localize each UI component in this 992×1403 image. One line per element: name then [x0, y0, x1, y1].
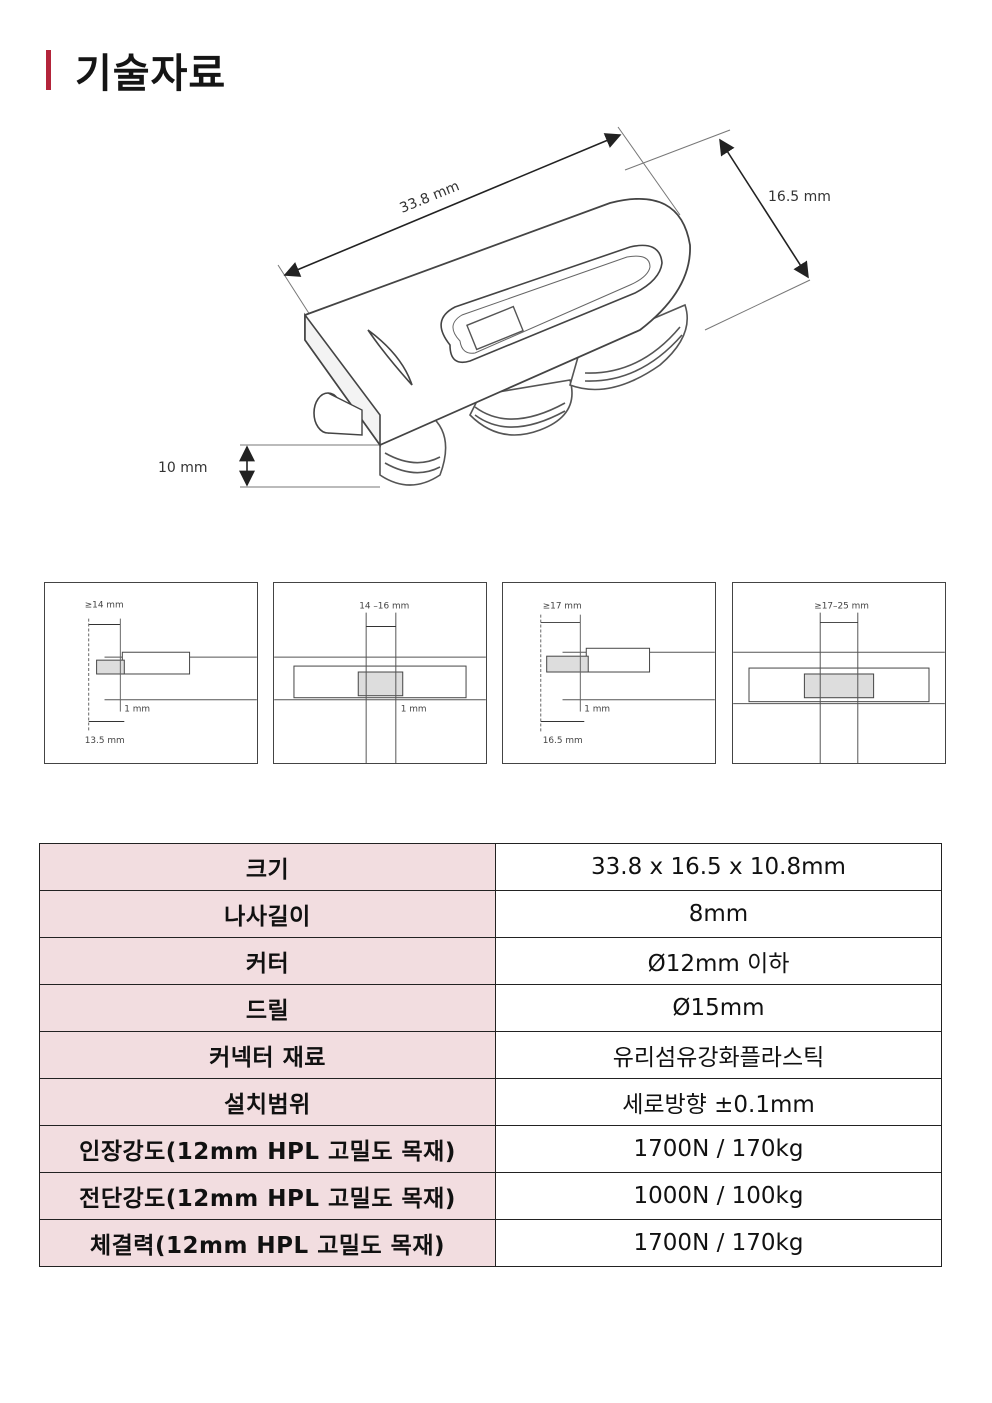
- table-row: 크기 33.8 x 16.5 x 10.8mm: [39, 843, 942, 891]
- spec-value: Ø15mm: [495, 984, 942, 1032]
- spec-value: 1000N / 100kg: [495, 1172, 942, 1220]
- table-row: 나사길이 8mm: [39, 890, 942, 938]
- diagram-2-top-label: 14 –16 mm: [359, 602, 409, 612]
- page-title: 기술자료: [75, 51, 227, 97]
- spec-key: 크기: [39, 843, 496, 891]
- diagram-4-top-label: ≥17–25 mm: [814, 602, 869, 612]
- spec-key: 커터: [39, 937, 496, 985]
- spec-value: 1700N / 170kg: [495, 1219, 942, 1267]
- table-row: 체결력(12mm HPL 고밀도 목재) 1700N / 170kg: [39, 1219, 942, 1267]
- spec-value: 유리섬유강화플라스틱: [495, 1031, 942, 1079]
- spec-table: 크기 33.8 x 16.5 x 10.8mm 나사길이 8mm 커터 Ø12m…: [39, 843, 942, 1267]
- diagram-3-bottom-label: 16.5 mm: [543, 736, 583, 746]
- install-diagram-1: ≥14 mm 1 mm 13.5 mm: [44, 582, 258, 764]
- spec-key: 나사길이: [39, 890, 496, 938]
- install-diagram-4: ≥17–25 mm: [732, 582, 946, 764]
- section-heading: 기술자료: [46, 48, 226, 97]
- spec-key: 전단강도(12mm HPL 고밀도 목재): [39, 1172, 496, 1220]
- table-row: 드릴 Ø15mm: [39, 984, 942, 1032]
- table-row: 커터 Ø12mm 이하: [39, 937, 942, 985]
- width-label: 16.5 mm: [768, 189, 831, 205]
- height-label: 10 mm: [158, 460, 208, 476]
- spec-key: 인장강도(12mm HPL 고밀도 목재): [39, 1125, 496, 1173]
- install-diagram-2: 14 –16 mm 1 mm: [273, 582, 487, 764]
- diagram-3-gap-label: 1 mm: [584, 705, 610, 715]
- spec-key: 체결력(12mm HPL 고밀도 목재): [39, 1219, 496, 1267]
- table-row: 전단강도(12mm HPL 고밀도 목재) 1000N / 100kg: [39, 1172, 942, 1220]
- diagram-3-top-label: ≥17 mm: [543, 602, 582, 612]
- diagram-1-gap-label: 1 mm: [124, 705, 150, 715]
- spec-key: 드릴: [39, 984, 496, 1032]
- connector-bracket-drawing: 33.8 mm 16.5 mm 10 mm: [140, 115, 860, 515]
- table-row: 인장강도(12mm HPL 고밀도 목재) 1700N / 170kg: [39, 1125, 942, 1173]
- diagram-2-gap-label: 1 mm: [401, 705, 427, 715]
- spec-value: Ø12mm 이하: [495, 937, 942, 985]
- heading-accent-bar: [46, 50, 51, 90]
- spec-value: 8mm: [495, 890, 942, 938]
- diagram-1-bottom-label: 13.5 mm: [85, 736, 125, 746]
- table-row: 설치범위 세로방향 ±0.1mm: [39, 1078, 942, 1126]
- spec-key: 커넥터 재료: [39, 1031, 496, 1079]
- installation-diagrams: ≥14 mm 1 mm 13.5 mm 14 –16 mm 1 mm: [44, 582, 948, 766]
- width-dim-line: [719, 138, 809, 279]
- spec-value: 33.8 x 16.5 x 10.8mm: [495, 843, 942, 891]
- length-dim-line: [283, 133, 622, 277]
- table-row: 커넥터 재료 유리섬유강화플라스틱: [39, 1031, 942, 1079]
- length-label: 33.8 mm: [398, 178, 462, 216]
- spec-value: 세로방향 ±0.1mm: [495, 1078, 942, 1126]
- spec-value: 1700N / 170kg: [495, 1125, 942, 1173]
- spec-key: 설치범위: [39, 1078, 496, 1126]
- install-diagram-3: ≥17 mm 1 mm 16.5 mm: [502, 582, 716, 764]
- diagram-1-top-label: ≥14 mm: [85, 601, 124, 611]
